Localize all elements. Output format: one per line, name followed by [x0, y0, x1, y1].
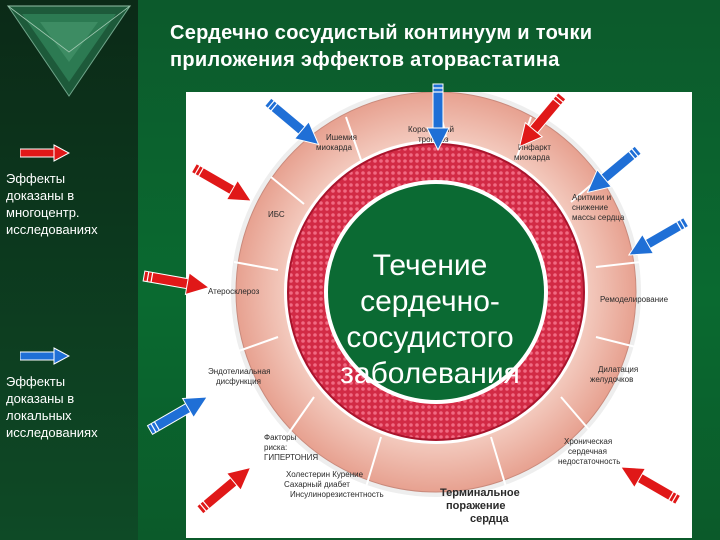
- red-arrow-chronic-icon: [614, 456, 685, 511]
- center-line: сосудистого: [346, 321, 514, 354]
- stage-remodeling: Ремоделирование: [600, 295, 669, 304]
- left-panel: [0, 0, 138, 540]
- blue-legend-arrow-icon: [20, 347, 70, 365]
- legend-blue-line: исследованиях: [6, 425, 98, 440]
- triangle-logo-icon: [6, 5, 132, 97]
- stage-atherosclerosis: Атеросклероз: [208, 287, 260, 296]
- legend-blue-line: локальных: [6, 408, 72, 423]
- red-arrow-risk-icon: [192, 458, 259, 520]
- blue-arrow-remodeling-icon: [622, 211, 693, 266]
- red-arrow-infarct-icon: [510, 88, 572, 155]
- red-arrow-ibs-icon: [187, 157, 258, 212]
- center-line: сердечно-: [360, 285, 500, 318]
- blue-arrow-coronary-icon: [426, 83, 450, 151]
- title-line-2: приложения эффектов аторвастатина: [170, 49, 560, 71]
- blue-arrow-arrhythmia-icon: [579, 140, 646, 202]
- center-line: Течение: [372, 249, 488, 282]
- blue-legend-text: Эффекты доказаны в локальных исследовани…: [6, 373, 136, 441]
- legend-red-line: исследованиях: [6, 222, 98, 237]
- blue-arrow-endothelial-icon: [143, 386, 214, 441]
- center-label: Течение сердечно- сосудистого заболевани…: [320, 248, 540, 392]
- legend-blue-line: доказаны в: [6, 391, 75, 406]
- slide-title: Сердечно сосудистый континуум и точки пр…: [170, 20, 700, 74]
- legend-red-line: Эффекты: [6, 171, 66, 186]
- legend-red-line: многоцентр.: [6, 205, 80, 220]
- blue-arrow-ischemia-icon: [260, 92, 327, 154]
- red-legend-text: Эффекты доказаны в многоцентр. исследова…: [6, 170, 136, 238]
- red-arrow-atherosclerosis-icon: [141, 264, 212, 299]
- legend-blue-line: Эффекты: [6, 374, 66, 389]
- title-line-1: Сердечно сосудистый континуум и точки: [170, 22, 593, 44]
- red-legend-arrow-icon: [20, 144, 70, 162]
- stage-ibs: ИБС: [268, 210, 285, 219]
- center-line: заболевания: [340, 357, 520, 390]
- ring-arrow-dividers: [233, 92, 642, 488]
- legend-red-line: доказаны в: [6, 188, 75, 203]
